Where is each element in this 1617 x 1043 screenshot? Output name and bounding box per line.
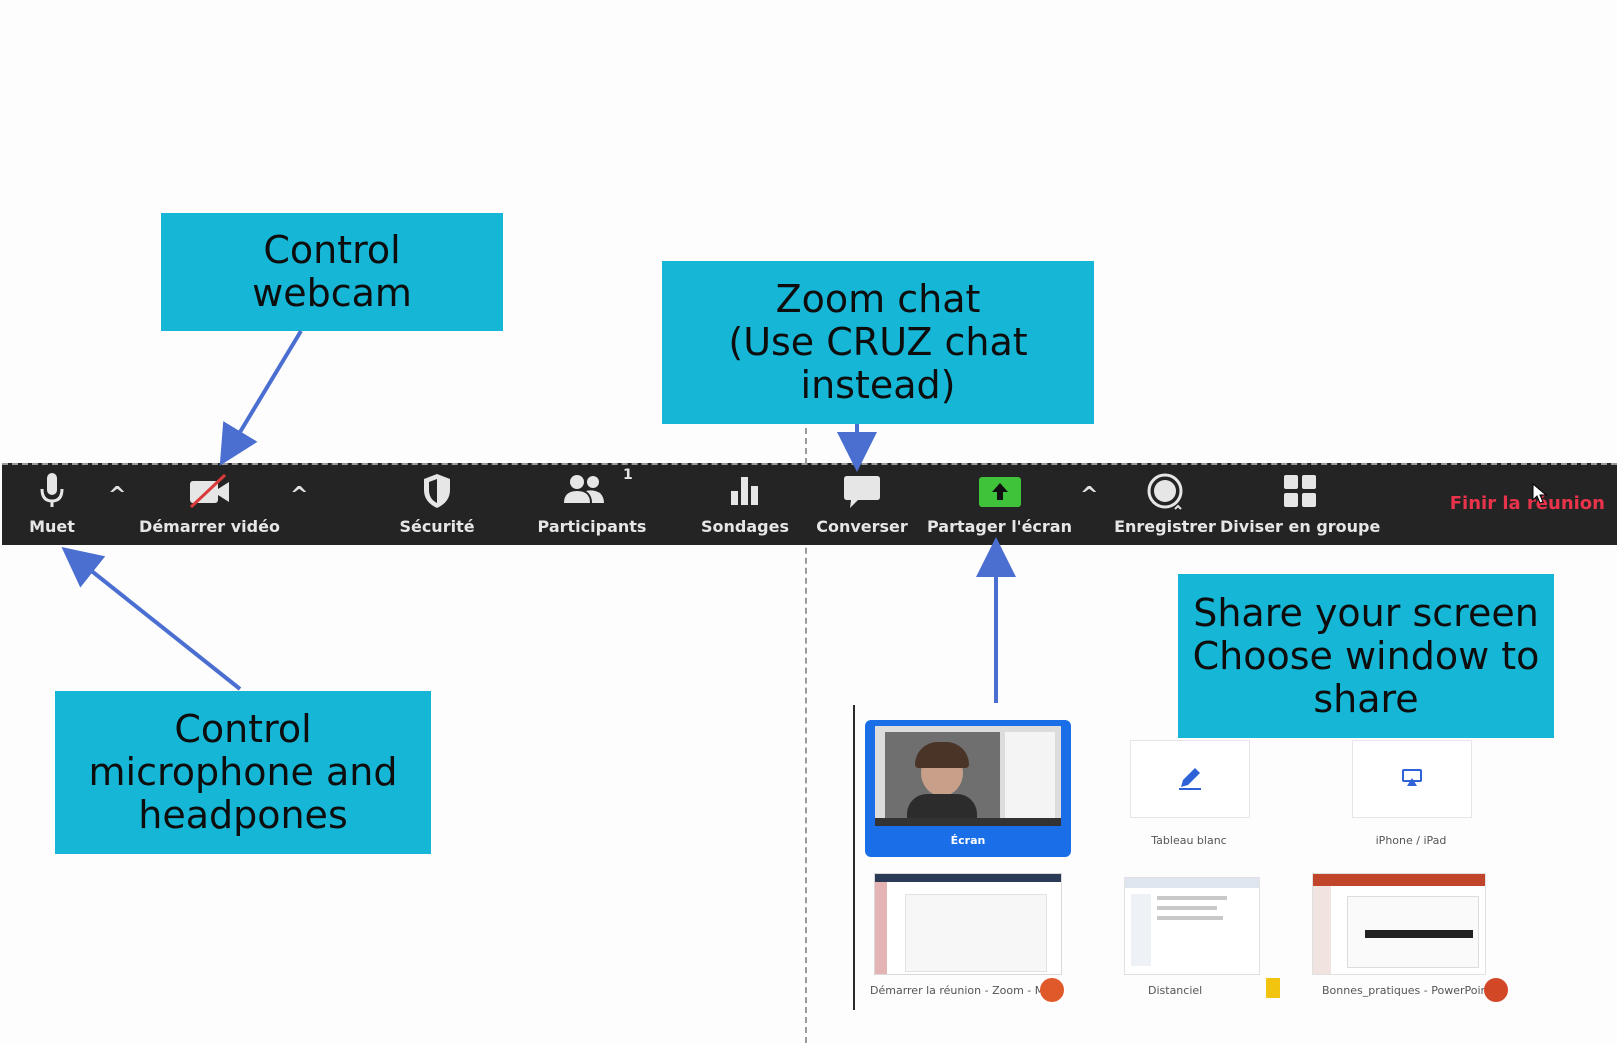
share-option-label: iPhone / iPad: [1375, 834, 1447, 847]
callout-chat-line-1: Zoom chat: [775, 277, 981, 321]
share-option-label: Tableau blanc: [1151, 834, 1227, 847]
mute-button[interactable]: Muet: [12, 465, 92, 545]
chat-bubble-icon: [844, 476, 880, 508]
share-option-label: Écran: [950, 834, 986, 847]
callout-share-line-3: share: [1313, 676, 1419, 721]
polls-label: Sondages: [701, 517, 789, 536]
screen-preview: [875, 726, 1061, 826]
callout-chat-line-3: instead): [800, 363, 956, 407]
pencil-icon: [1179, 768, 1201, 790]
share-option-iphone-ipad[interactable]: [1352, 740, 1472, 818]
participants-label: Participants: [537, 517, 647, 536]
grid-icon: [1284, 475, 1316, 507]
security-label: Sécurité: [399, 517, 475, 536]
bar-chart-icon: [731, 477, 758, 505]
share-option-label: Bonnes_pratiques - PowerPoint: [1322, 984, 1492, 997]
microphone-icon: [40, 473, 64, 507]
mute-label: Muet: [29, 517, 75, 536]
chat-button[interactable]: Converser: [812, 465, 912, 545]
callout-webcam-line-1: Control: [263, 228, 401, 272]
callout-share-line-1: Share your screen: [1193, 590, 1539, 635]
mouse-cursor-icon: [1532, 483, 1548, 504]
callout-webcam-line-2: webcam: [252, 271, 412, 315]
start-video-label: Démarrer vidéo: [139, 517, 280, 536]
share-option-window-zoom[interactable]: [874, 873, 1062, 975]
share-option-window-distanciel[interactable]: [1124, 877, 1260, 975]
chat-label: Converser: [816, 517, 908, 536]
arrow-to-mute-button: [61, 547, 242, 691]
firefox-icon: [1040, 978, 1064, 1002]
callout-share-screen: Share your screen Choose window to share: [1178, 574, 1554, 738]
folder-icon: [1266, 978, 1280, 998]
callout-mic-line-1: Control: [174, 707, 312, 751]
participants-icon: [564, 475, 604, 503]
record-button[interactable]: Enregistrer: [1110, 465, 1220, 545]
participants-button[interactable]: 1 Participants: [527, 465, 657, 545]
video-options-chevron-up-icon[interactable]: ^: [290, 483, 309, 508]
airplay-icon: [1402, 769, 1422, 786]
audio-options-chevron-up-icon[interactable]: ^: [108, 483, 127, 508]
participants-count-badge: 1: [623, 467, 633, 483]
share-option-whiteboard[interactable]: [1130, 740, 1250, 818]
webcam-preview-image: [885, 732, 1000, 818]
share-options-chevron-up-icon[interactable]: ^: [1080, 483, 1099, 508]
callout-chat-line-2: (Use CRUZ chat: [728, 320, 1028, 364]
video-off-icon: [189, 473, 229, 509]
callout-share-line-2: Choose window to: [1192, 633, 1540, 678]
share-screen-button[interactable]: Partager l'écran: [927, 465, 1072, 545]
share-option-window-powerpoint[interactable]: [1312, 873, 1486, 975]
arrow-to-video-button: [219, 329, 303, 466]
callout-microphone: Control microphone and headpones: [55, 691, 431, 854]
security-button[interactable]: Sécurité: [382, 465, 492, 545]
share-screen-icon: [978, 477, 1021, 507]
share-screen-label: Partager l'écran: [927, 517, 1072, 536]
shield-icon: [424, 474, 450, 508]
breakout-rooms-label: Diviser en groupe: [1220, 517, 1381, 536]
share-option-label: Distanciel: [1148, 984, 1203, 997]
record-label: Enregistrer: [1114, 517, 1216, 536]
callout-mic-line-3: headpones: [138, 793, 348, 837]
polls-button[interactable]: Sondages: [695, 465, 795, 545]
share-picker-edge: [853, 705, 855, 1010]
share-option-label: Démarrer la réunion - Zoom - M...: [870, 984, 1055, 997]
record-icon: [1147, 473, 1183, 510]
powerpoint-icon: [1484, 978, 1508, 1002]
breakout-rooms-button[interactable]: Diviser en groupe: [1220, 465, 1380, 545]
callout-webcam: Control webcam: [161, 213, 503, 331]
start-video-button[interactable]: Démarrer vidéo: [132, 465, 287, 545]
share-option-screen[interactable]: Écran: [865, 720, 1071, 857]
callout-mic-line-2: microphone and: [88, 750, 398, 794]
meeting-toolbar: Muet ^ Démarrer vidéo ^ Sécurité 1 Parti…: [2, 463, 1617, 545]
dashed-divider: [805, 428, 807, 1043]
end-meeting-button[interactable]: Finir la réunion: [1449, 493, 1605, 514]
callout-zoom-chat: Zoom chat (Use CRUZ chat instead): [662, 261, 1094, 424]
